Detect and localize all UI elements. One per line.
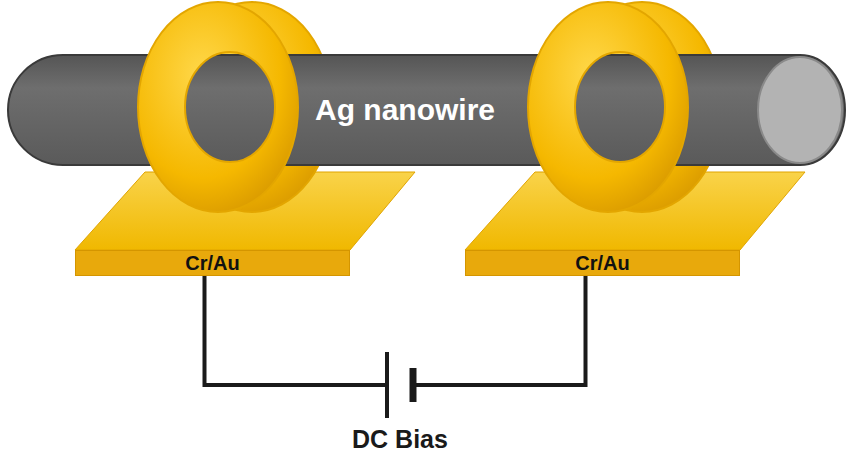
electrode-pad: Cr/Au xyxy=(75,250,350,276)
wire-name: Ag nanowire xyxy=(315,93,495,127)
bias-label: DC Bias xyxy=(349,425,451,454)
nanowire-end xyxy=(758,57,842,163)
circuit-wire xyxy=(205,276,586,385)
nanowire-label-box: Ag nanowire xyxy=(300,85,510,135)
pad-material: Cr/Au xyxy=(185,252,239,275)
nanowire-body xyxy=(8,55,845,165)
ring-front xyxy=(528,2,688,212)
electrode-pad: Cr/Au xyxy=(465,250,740,276)
ring-front xyxy=(138,2,298,212)
pad-material: Cr/Au xyxy=(575,252,629,275)
